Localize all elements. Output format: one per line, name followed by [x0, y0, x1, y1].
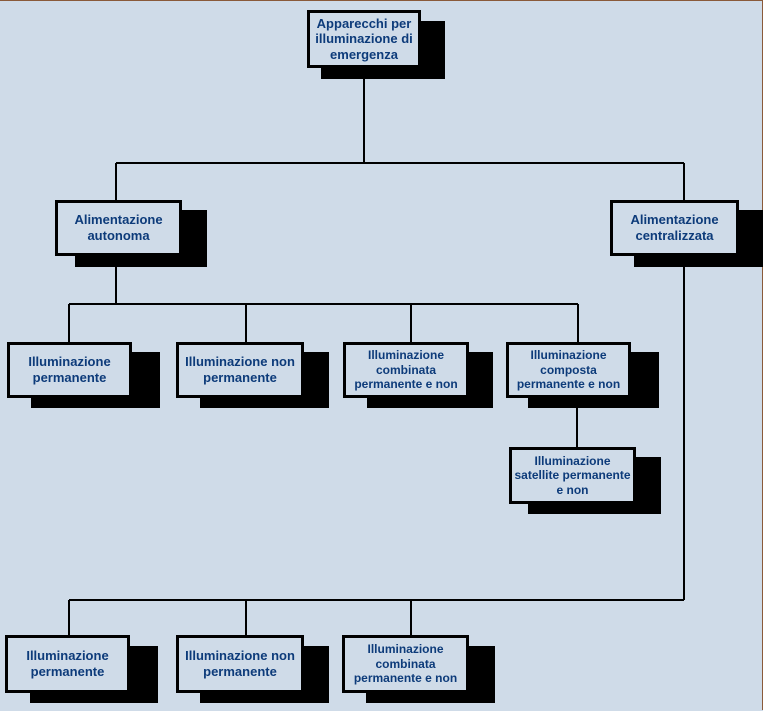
node-auto-non-permanente-label: Illuminazione non permanente: [185, 354, 295, 385]
node-auto-permanente-label: Illuminazione permanente: [28, 354, 111, 385]
node-auto-non-permanente: Illuminazione non permanente: [176, 342, 329, 408]
node-alimentazione-autonoma: Alimentazione autonoma: [55, 200, 207, 267]
node-auto-satellite-label: Illuminazione satellite permanente e non: [514, 453, 631, 497]
node-cent-combinata: Illuminazione combinata permanente e non: [342, 635, 495, 703]
node-alimentazione-centralizzata-label: Alimentazione centralizzata: [630, 212, 719, 243]
node-cent-non-permanente: Illuminazione non permanente: [176, 635, 329, 703]
node-auto-combinata: Illuminazione combinata permanente e non: [343, 342, 493, 408]
node-auto-combinata-label: Illuminazione combinata permanente e non: [354, 348, 458, 392]
node-root-label: Apparecchi per illuminazione di emergenz…: [315, 15, 413, 62]
node-auto-satellite: Illuminazione satellite permanente e non: [509, 447, 661, 514]
node-alimentazione-centralizzata: Alimentazione centralizzata: [610, 200, 763, 267]
node-cent-permanente: Illuminazione permanente: [5, 635, 158, 703]
node-auto-composta: Illuminazione composta permanente e non: [506, 342, 659, 408]
node-alimentazione-autonoma-label: Alimentazione autonoma: [74, 212, 163, 243]
node-cent-combinata-label: Illuminazione combinata permanente e non: [353, 642, 458, 686]
node-auto-composta-label: Illuminazione composta permanente e non: [516, 348, 621, 392]
node-cent-permanente-label: Illuminazione permanente: [26, 648, 109, 679]
node-auto-permanente: Illuminazione permanente: [7, 342, 160, 408]
node-cent-non-permanente-label: Illuminazione non permanente: [185, 648, 295, 679]
node-root: Apparecchi per illuminazione di emergenz…: [307, 10, 445, 79]
